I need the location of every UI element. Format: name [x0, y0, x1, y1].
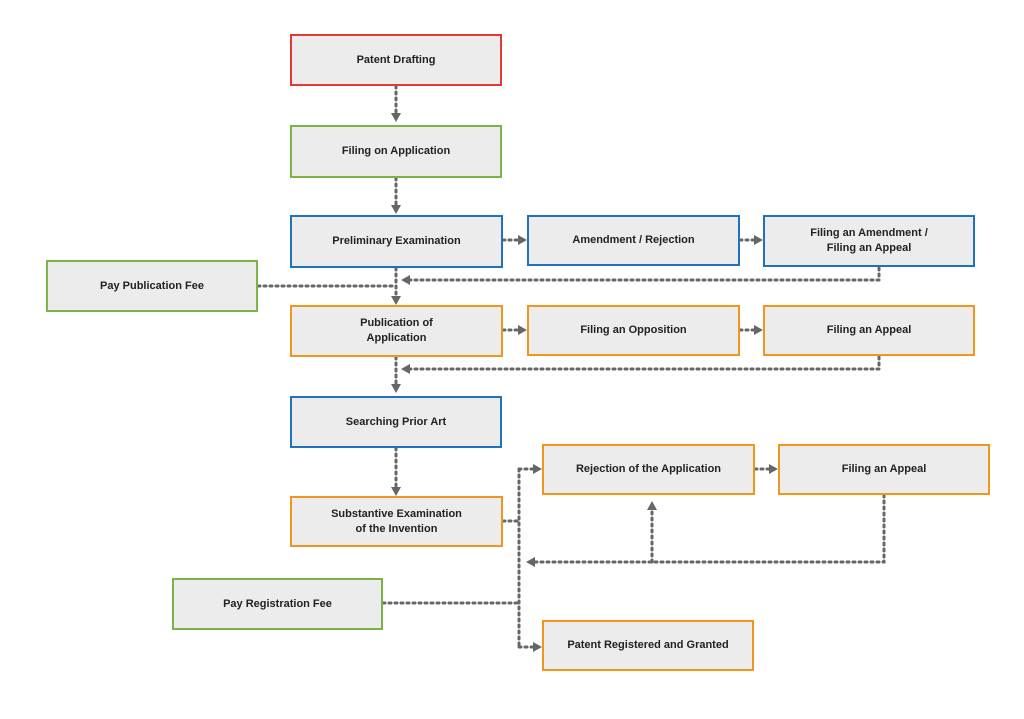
arrowhead — [754, 235, 763, 245]
arrowhead — [533, 642, 542, 652]
connector-return-appeal — [408, 355, 881, 371]
node-patent-drafting: Patent Drafting — [290, 34, 502, 86]
node-preliminary-examination: Preliminary Examination — [290, 215, 503, 268]
node-amendment-rejection: Amendment / Rejection — [527, 215, 740, 266]
arrowhead — [518, 235, 527, 245]
node-searching-prior-art: Searching Prior Art — [290, 396, 502, 448]
node-filing-an-appeal-2: Filing an Appeal — [778, 444, 990, 495]
arrowhead — [401, 364, 410, 374]
arrowhead — [518, 325, 527, 335]
node-filing-amendment-appeal: Filing an Amendment / Filing an Appeal — [763, 215, 975, 267]
arrowhead — [391, 296, 401, 305]
node-filing-an-opposition: Filing an Opposition — [527, 305, 740, 356]
arrowhead — [754, 325, 763, 335]
arrowhead — [391, 205, 401, 214]
arrowhead — [391, 384, 401, 393]
arrowhead — [401, 275, 410, 285]
node-substantive-examination: Substantive Examination of the Invention — [290, 496, 503, 547]
connector-return-amendment — [408, 266, 881, 282]
node-pay-registration-fee: Pay Registration Fee — [172, 578, 383, 630]
node-rejection-of-application: Rejection of the Application — [542, 444, 755, 495]
arrowhead — [769, 464, 778, 474]
arrowhead — [533, 464, 542, 474]
node-pay-publication-fee: Pay Publication Fee — [46, 260, 258, 312]
node-filing-an-appeal-1: Filing an Appeal — [763, 305, 975, 356]
arrowhead — [391, 487, 401, 496]
node-filing-on-application: Filing on Application — [290, 125, 502, 178]
node-patent-registered-granted: Patent Registered and Granted — [542, 620, 754, 671]
arrowhead — [391, 113, 401, 122]
connector-return-appeal-bottom — [533, 493, 886, 564]
arrowhead — [647, 501, 657, 510]
node-publication-of-application: Publication of Application — [290, 305, 503, 357]
arrowhead — [526, 557, 535, 567]
